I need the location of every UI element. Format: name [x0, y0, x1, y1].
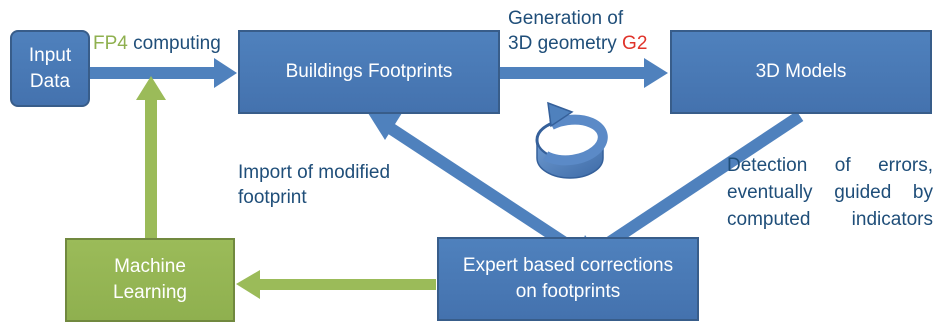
import-modified-footprint-label: Import of modified footprint [238, 162, 391, 208]
arrow-expert-to-footprints [368, 113, 572, 251]
arrow-footprints-to-models [500, 58, 668, 88]
expert-corrections-box: Expert based corrections on footprints [437, 237, 699, 321]
generation-label: Generation of 3D geometry G2 [508, 8, 648, 54]
machine-learning-box: Machine Learning [65, 238, 235, 322]
circular-refresh-arrow-icon [532, 101, 608, 179]
fp4-computing-label: FP4 computing [93, 33, 221, 54]
arrow-expert-to-ml [236, 270, 436, 299]
detection-of-errors-label: Detection of errors, eventually guided b… [727, 155, 933, 230]
3d-models-box: 3D Models [670, 30, 932, 114]
buildings-footprints-box: Buildings Footprints [238, 30, 500, 114]
arrow-ml-to-input [136, 76, 166, 238]
input-data-box: Input Data [10, 30, 90, 107]
arrow-input-to-footprints [90, 58, 237, 88]
